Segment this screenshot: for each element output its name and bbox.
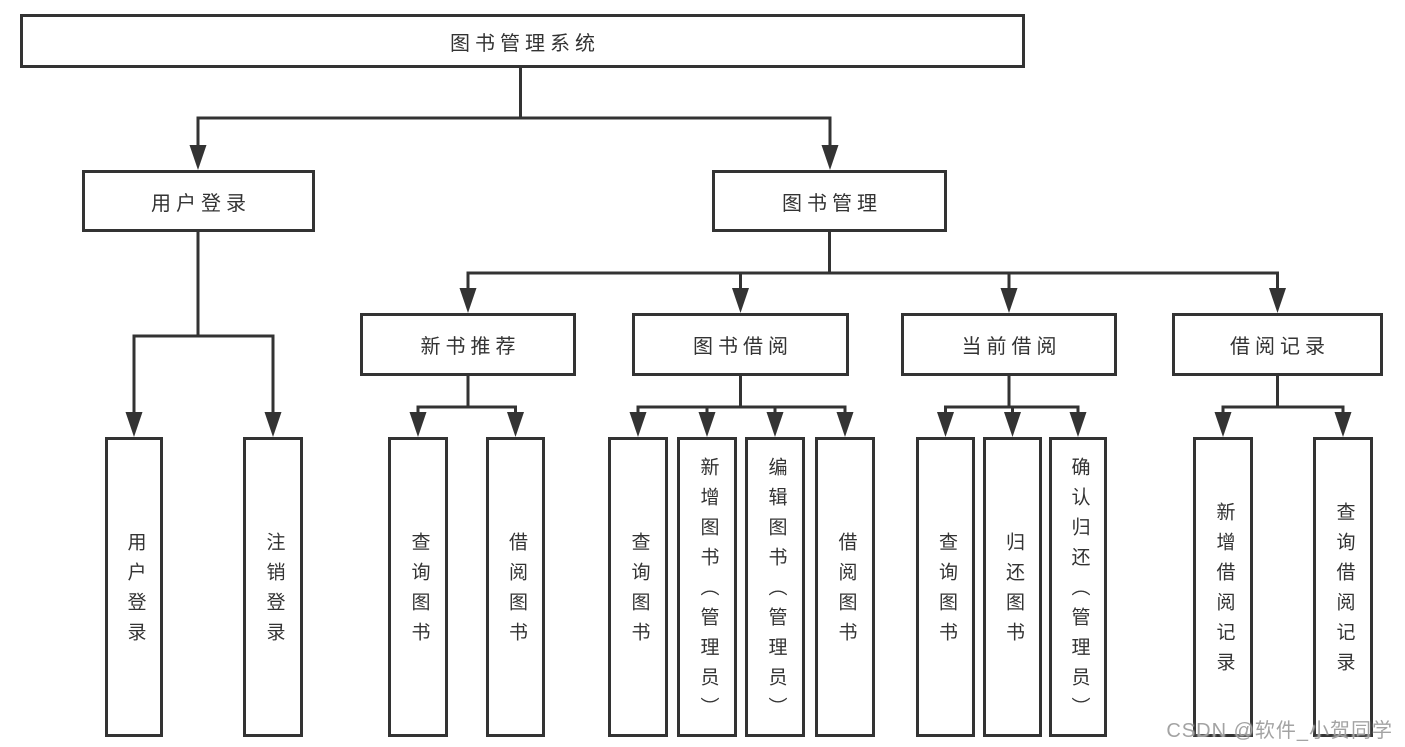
node-book-management-label: 图书管理 (782, 192, 882, 215)
leaf-query-books-2-label: 查询图书 (628, 532, 650, 652)
node-borrow-records: 借阅记录 (1172, 313, 1383, 376)
node-user-login: 用户登录 (82, 170, 315, 232)
leaf-add-borrow-record-label: 新增借阅记录 (1213, 502, 1235, 682)
leaf-borrow-books-1-label: 借阅图书 (505, 532, 527, 652)
node-book-borrow-label: 图书借阅 (693, 336, 793, 358)
leaf-return-book: 归还图书 (983, 437, 1042, 737)
leaf-logout: 注销登录 (243, 437, 303, 737)
node-book-management: 图书管理 (712, 170, 947, 232)
leaf-query-borrow-record: 查询借阅记录 (1313, 437, 1373, 737)
node-root: 图书管理系统 (20, 14, 1025, 68)
node-book-borrow: 图书借阅 (632, 313, 849, 376)
leaf-query-books-1-label: 查询图书 (408, 532, 430, 652)
node-current-borrow-label: 当前借阅 (961, 336, 1062, 358)
node-user-login-label: 用户登录 (151, 192, 251, 215)
leaf-edit-book-admin: 编辑图书（管理员） (745, 437, 805, 737)
leaf-add-book-admin: 新增图书（管理员） (677, 437, 737, 737)
node-current-borrow: 当前借阅 (901, 313, 1117, 376)
leaf-borrow-books-2-label: 借阅图书 (835, 532, 857, 652)
leaf-confirm-return-admin-label: 确认归还（管理员） (1068, 457, 1090, 727)
leaf-user-login-label: 用户登录 (124, 532, 146, 652)
leaf-user-login: 用户登录 (105, 437, 163, 737)
node-new-book-recommend-label: 新书推荐 (420, 336, 521, 358)
leaf-logout-label: 注销登录 (263, 532, 285, 652)
leaf-query-borrow-record-label: 查询借阅记录 (1333, 502, 1355, 682)
node-root-label: 图书管理系统 (450, 32, 600, 55)
leaf-query-books-1: 查询图书 (388, 437, 448, 737)
leaf-edit-book-admin-label: 编辑图书（管理员） (765, 457, 787, 727)
leaf-query-books-2: 查询图书 (608, 437, 668, 737)
leaf-add-borrow-record: 新增借阅记录 (1193, 437, 1253, 737)
leaf-confirm-return-admin: 确认归还（管理员） (1049, 437, 1107, 737)
node-new-book-recommend: 新书推荐 (360, 313, 576, 376)
leaf-query-books-3-label: 查询图书 (935, 532, 957, 652)
leaf-borrow-books-1: 借阅图书 (486, 437, 545, 737)
leaf-return-book-label: 归还图书 (1002, 532, 1024, 652)
leaf-add-book-admin-label: 新增图书（管理员） (697, 457, 719, 727)
leaf-borrow-books-2: 借阅图书 (815, 437, 875, 737)
leaf-query-books-3: 查询图书 (916, 437, 975, 737)
node-borrow-records-label: 借阅记录 (1230, 336, 1330, 358)
watermark: CSDN @软件_小贺同学 (1166, 720, 1393, 742)
